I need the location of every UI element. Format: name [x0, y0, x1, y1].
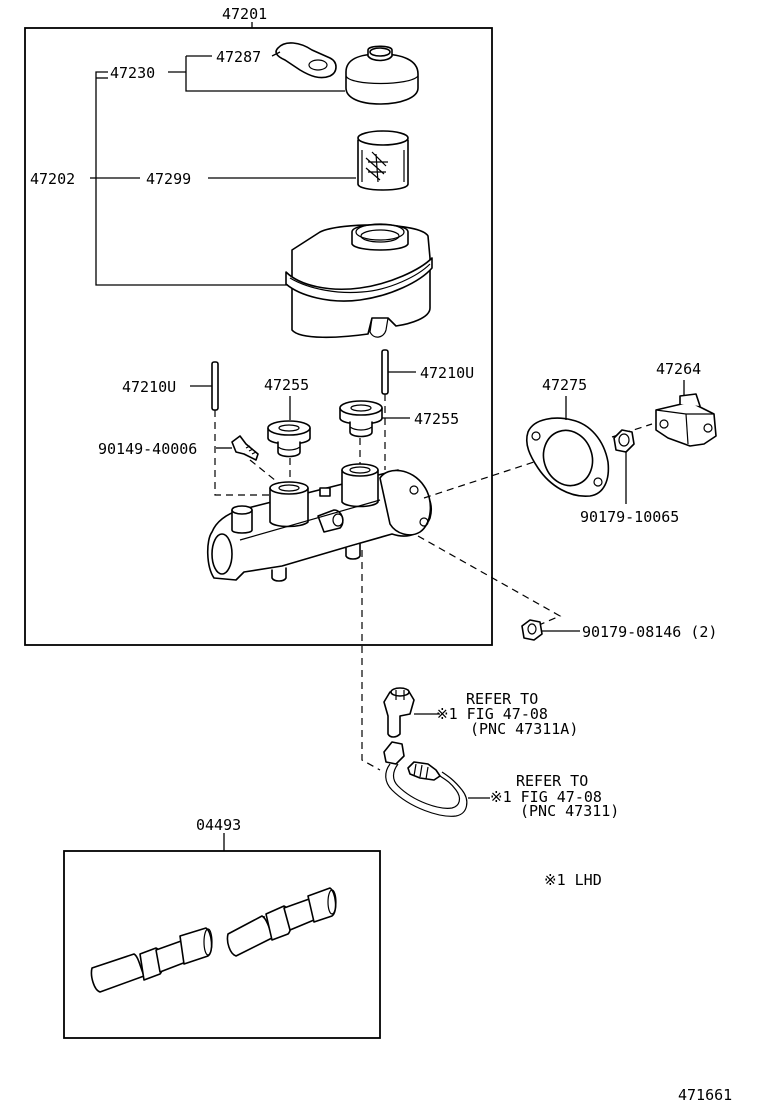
reservoir-tank[interactable] [285, 223, 433, 339]
ref2-line3: (PNC 47311) [520, 802, 619, 820]
label-90179-10065[interactable]: 90179-10065 [580, 508, 679, 526]
figure-number: 471661 [678, 1086, 732, 1104]
label-47264[interactable]: 47264 [656, 360, 701, 378]
label-47255-left[interactable]: 47255 [264, 376, 309, 394]
label-47202[interactable]: 47202 [30, 170, 75, 188]
flange-nut-cylinder[interactable] [521, 619, 543, 641]
ref2-line1: REFER TO [516, 772, 588, 790]
label-90179-08146[interactable]: 90179-08146 (2) [582, 623, 717, 641]
flange-nut-bracket[interactable] [613, 429, 635, 453]
pin-right[interactable] [381, 349, 389, 395]
ref1-line3: (PNC 47311A) [470, 720, 578, 738]
reservoir-cap[interactable] [275, 42, 419, 105]
label-47299[interactable]: 47299 [146, 170, 191, 188]
ref2-line2[interactable]: ※1 FIG 47-08 [490, 788, 602, 806]
master-cylinder-assembly-box [24, 27, 493, 646]
bracket[interactable] [655, 393, 717, 447]
label-47230[interactable]: 47230 [110, 64, 155, 82]
note-lhd: ※1 LHD [544, 871, 602, 889]
ref1-line2[interactable]: ※1 FIG 47-08 [436, 705, 548, 723]
label-47210u-right[interactable]: 47210U [420, 364, 474, 382]
label-47255-right[interactable]: 47255 [414, 410, 459, 428]
label-90149-40006[interactable]: 90149-40006 [98, 440, 197, 458]
grommet-left[interactable] [267, 420, 311, 458]
label-04493[interactable]: 04493 [196, 816, 241, 834]
repair-kit-box [63, 850, 381, 1039]
brake-tube[interactable] [383, 741, 468, 817]
gasket[interactable] [525, 417, 610, 497]
label-47210u-left[interactable]: 47210U [122, 378, 176, 396]
stop-screw[interactable] [231, 435, 259, 461]
reservoir-strainer[interactable] [357, 130, 409, 191]
ref1-line1: REFER TO [466, 690, 538, 708]
label-47287[interactable]: 47287 [216, 48, 261, 66]
pin-left[interactable] [211, 361, 219, 411]
label-47275[interactable]: 47275 [542, 376, 587, 394]
label-47201[interactable]: 47201 [222, 5, 267, 23]
brake-fitting[interactable] [383, 687, 415, 738]
master-cylinder-body[interactable] [206, 463, 432, 582]
piston-set[interactable] [90, 887, 337, 993]
grommet-right[interactable] [339, 400, 383, 438]
